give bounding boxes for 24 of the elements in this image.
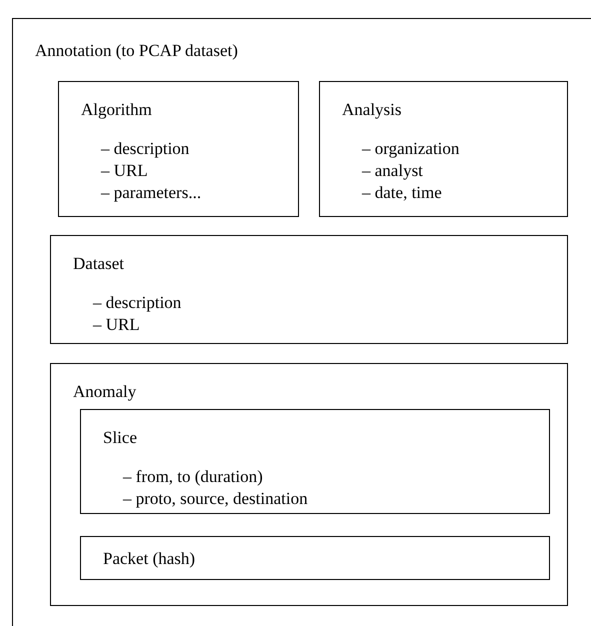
- section-heading: Slice: [103, 428, 137, 448]
- list-item: – from, to (duration): [123, 467, 263, 487]
- list-item: – description: [101, 139, 190, 159]
- list-item: – organization: [362, 139, 460, 159]
- section-box: [80, 409, 550, 514]
- section-heading: Algorithm: [81, 100, 152, 120]
- outer-box: [12, 18, 591, 626]
- section-heading: Annotation (to PCAP dataset): [35, 41, 238, 61]
- section-heading: Dataset: [73, 254, 124, 274]
- list-item: – description: [93, 293, 182, 313]
- section-box: [58, 81, 299, 217]
- section-box: [50, 363, 568, 606]
- section-heading: Anomaly: [73, 382, 136, 402]
- section-box: [319, 81, 568, 217]
- section-heading: Analysis: [342, 100, 402, 120]
- list-item: – date, time: [362, 183, 442, 203]
- section-heading: Packet (hash): [103, 549, 196, 569]
- section-box: [80, 536, 550, 580]
- section-box: [50, 235, 568, 344]
- list-item: – URL: [101, 161, 148, 181]
- list-item: – analyst: [362, 161, 423, 181]
- list-item: – URL: [93, 315, 140, 335]
- list-item: – parameters...: [101, 183, 202, 203]
- list-item: – proto, source, destination: [123, 489, 308, 509]
